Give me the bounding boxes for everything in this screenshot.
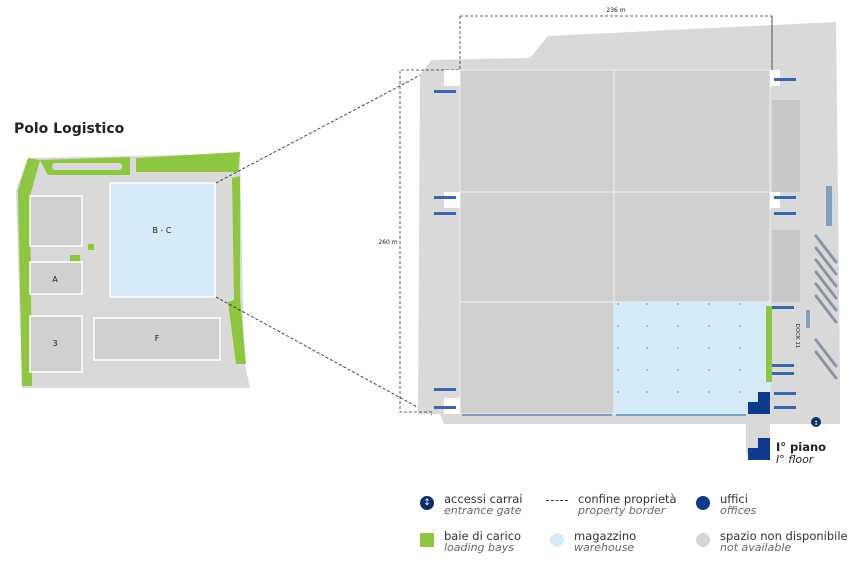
entrance-gate-icon[interactable]: ↕ <box>811 417 821 427</box>
site-title: Polo Logistico <box>14 121 125 137</box>
available-warehouse-area <box>614 302 770 414</box>
building-a <box>29 261 83 295</box>
vertical-marker: DOCK 11 <box>794 324 800 349</box>
legend-bays-en: loading bays <box>444 541 514 554</box>
legend-offices: uffici offices <box>696 493 756 517</box>
label-f: F <box>155 334 160 343</box>
legend-gate: ↕ accessi carrai entrance gate <box>420 493 522 517</box>
warehouse-detail-plan: 236 m 260 m <box>378 7 840 427</box>
legend-warehouse-it: magazzino <box>574 529 637 543</box>
legend-warehouse-en: warehouse <box>574 541 635 554</box>
legend-bays: baie di carico loading bays <box>420 530 521 554</box>
building-bc <box>109 182 216 298</box>
legend-unavailable-en: not available <box>720 541 792 554</box>
legend-border-en: property border <box>578 504 666 517</box>
site-overview-map: B - C A 3 F <box>16 152 250 388</box>
legend-gate-en: entrance gate <box>444 504 522 517</box>
label-3: 3 <box>52 339 57 348</box>
unavailable-icon <box>696 533 710 547</box>
legend-border: confine proprietà property border <box>546 493 677 517</box>
legend-border-it: confine proprietà <box>578 492 677 506</box>
svg-text:↕: ↕ <box>813 420 818 427</box>
label-bc: B - C <box>152 226 171 235</box>
property-border-icon <box>546 500 568 501</box>
legend-offices-en: offices <box>720 504 757 517</box>
building-3 <box>29 315 83 373</box>
floor-label-en: I° floor <box>776 453 815 466</box>
entrance-gate-icon: ↕ <box>420 496 434 510</box>
loading-bays <box>766 306 772 382</box>
warehouse-icon <box>550 533 564 547</box>
legend-unavailable: spazio non disponibile not available <box>696 530 848 554</box>
loading-bay-icon <box>420 533 434 547</box>
legend-bays-it: baie di carico <box>444 529 522 543</box>
office-block-first-floor <box>748 438 770 460</box>
legend-gate-it: accessi carrai <box>444 492 523 506</box>
dimension-height: 260 m <box>378 239 397 246</box>
label-a: A <box>52 275 58 284</box>
office-dot-icon <box>696 496 710 510</box>
legend-warehouse: magazzino warehouse <box>550 530 636 554</box>
legend-offices-it: uffici <box>720 492 748 506</box>
floor-label-it: I° piano <box>776 440 826 454</box>
office-block-ground <box>748 392 770 414</box>
dimension-width: 236 m <box>606 7 625 14</box>
legend-unavailable-it: spazio non disponibile <box>720 529 848 543</box>
building-f <box>93 317 221 361</box>
